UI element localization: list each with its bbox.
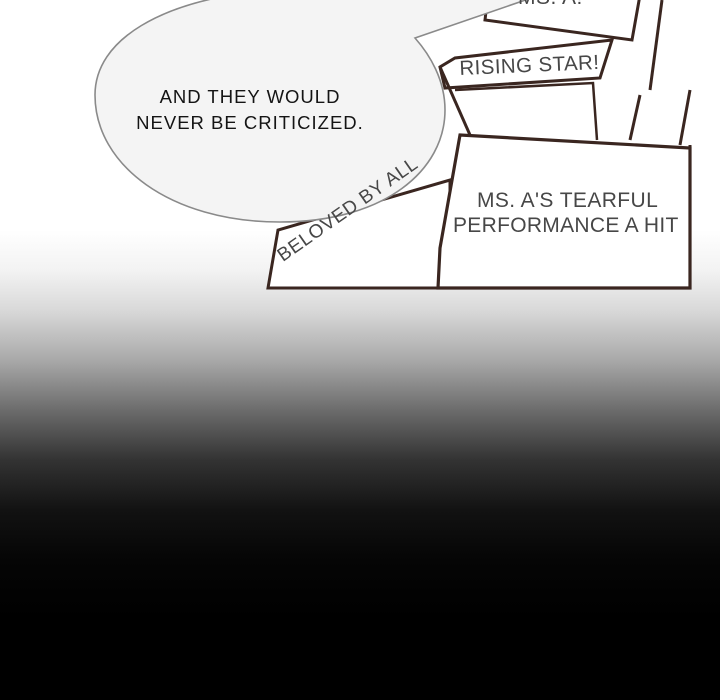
sign-tearful-line-1: MS. A'S TEARFUL [477, 189, 659, 212]
speech-line-2: NEVER BE CRITICIZED. [136, 112, 364, 133]
sign-top-text: MS. A! [518, 0, 583, 10]
sign-posts [628, 0, 692, 146]
sign-rising-star [438, 38, 615, 141]
speech-line-1: AND THEY WOULD [159, 86, 341, 107]
speech-bubble [94, 0, 528, 223]
sign-tearful-line-2: PERFORMANCE A HIT [453, 214, 679, 237]
speech-bubble-text: AND THEY WOULD NEVER BE CRITICIZED. [130, 84, 370, 136]
